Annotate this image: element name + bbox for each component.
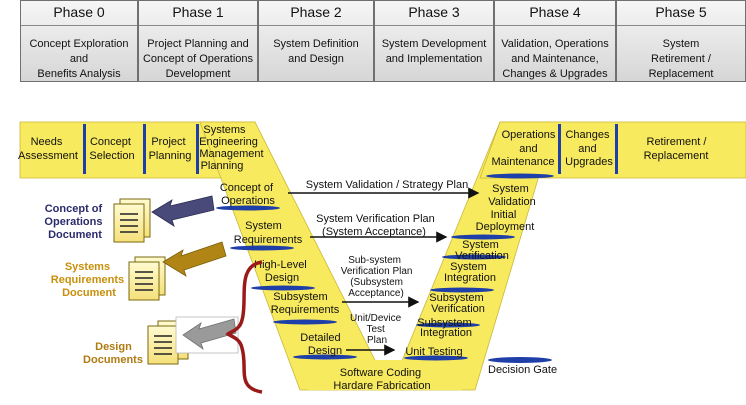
concept-of-operations-label: Concept of Operations [220, 182, 276, 207]
right-arm-labels: Unit Testing Subsystem Integration Subsy… [405, 183, 535, 358]
subsystem-integration-label: Subsystem Integration [417, 317, 474, 339]
phase-3: Phase 3 System Development and Implement… [374, 0, 494, 82]
top-right-labels: Operations and Maintenance Changes and U… [492, 129, 710, 168]
phase-title: Phase 3 [375, 1, 493, 26]
phase-1: Phase 1 Project Planning and Concept of … [138, 0, 258, 82]
phase-description: Project Planning and Concept of Operatio… [142, 38, 254, 80]
phase-title: Phase 0 [21, 1, 137, 26]
decision-gate-mark [293, 354, 357, 360]
decision-gate-mark [404, 355, 468, 361]
software-coding-label: Software Coding Hardare Fabrication [333, 367, 430, 392]
phase-5: Phase 5 System Retirement / Replacement [616, 0, 746, 82]
concept-selection-label: Concept Selection [89, 136, 134, 162]
phase-bar: Phase 0 Concept Exploration and Benefits… [20, 0, 746, 84]
decision-gate-mark [251, 285, 315, 291]
system-requirements-label: System Requirements [234, 220, 303, 246]
decision-gate-mark [451, 234, 515, 240]
decision-gate-mark [416, 322, 480, 328]
phase-title: Phase 1 [139, 1, 257, 26]
phase-description: System Retirement / Replacement [648, 38, 714, 80]
decision-gate-mark [83, 124, 86, 174]
decision-gate-mark [273, 319, 337, 325]
retirement-replacement-label: Retirement / Replacement [644, 136, 710, 162]
documents [113, 195, 263, 394]
decision-gate-mark [143, 124, 146, 174]
phase-0: Phase 0 Concept Exploration and Benefits… [20, 0, 138, 82]
needs-assessment-label: Needs Assessment [18, 136, 78, 162]
phase-2: Phase 2 System Definition and Design [258, 0, 374, 82]
top-right-band [479, 121, 746, 179]
semp-label: Systems Engineering Management Planning [199, 124, 267, 172]
project-planning-label: Project Planning [149, 136, 192, 162]
phase-description: Validation, Operations and Maintenance, … [501, 38, 609, 80]
subsystem-plan-label: Sub-system Verification Plan (Subsystem … [341, 255, 416, 299]
high-level-design-label: High-Level Design [254, 259, 310, 284]
brace-icon [225, 260, 263, 394]
system-integration-label: System Integration [444, 261, 496, 284]
conops-arrow-icon [151, 195, 215, 227]
initial-deployment-label: Initial Deployment [476, 209, 535, 233]
design-arrow-icon [182, 318, 237, 351]
decision-gate-mark [196, 124, 199, 174]
validation-plan-label: System Validation / Strategy Plan [306, 179, 468, 191]
phase-description: System Definition and Design [273, 38, 359, 65]
decision-gate-mark [230, 245, 294, 251]
decision-gate-mark [486, 173, 554, 179]
sysreq-arrow-icon [162, 241, 227, 277]
system-verification-label: System Verification [455, 239, 509, 262]
conops-document-label: Concept of Operations Document [44, 203, 105, 241]
detailed-design-label: Detailed Design [300, 332, 343, 357]
changes-upgrades-label: Changes and Upgrades [565, 129, 613, 168]
unit-plan-label: Unit/Device Test Plan [350, 313, 404, 346]
design-document-label: Design Documents [83, 341, 143, 366]
subsystem-verification-label: Subsystem Verification [429, 292, 486, 315]
phase-title: Phase 2 [259, 1, 373, 26]
decision-gates [83, 124, 618, 363]
left-arm-labels: Concept of Operations System Requirement… [220, 182, 343, 357]
decision-gate-mark [615, 124, 618, 174]
conops-document-icon [113, 198, 151, 243]
decision-gate-legend-mark [488, 357, 552, 363]
subsystem-requirements-label: Subsystem Requirements [271, 291, 340, 316]
phase-title: Phase 5 [617, 1, 745, 26]
decision-gate-mark [216, 205, 280, 211]
bottom-band [300, 360, 470, 390]
decision-gate-legend-label: Decision Gate [488, 364, 557, 376]
operations-maintenance-label: Operations and Maintenance [492, 129, 559, 168]
verification-plan-label: System Verification Plan (System Accepta… [316, 213, 438, 238]
phase-4: Phase 4 Validation, Operations and Maint… [494, 0, 616, 82]
phase-description: System Development and Implementation [381, 38, 487, 65]
plan-arrows [288, 187, 480, 356]
sysreq-document-icon [128, 256, 166, 301]
unit-testing-label: Unit Testing [405, 346, 462, 358]
top-left-labels: Needs Assessment Concept Selection Proje… [18, 124, 267, 172]
sysreq-document-label: Systems Requirements Document [51, 261, 127, 299]
phase-description: Concept Exploration and Benefits Analysi… [29, 38, 129, 80]
decision-gate-mark [558, 124, 561, 174]
system-validation-label: System Validation [488, 183, 536, 208]
decision-gate-mark [430, 287, 494, 293]
phase-title: Phase 4 [495, 1, 615, 26]
plan-labels: System Validation / Strategy Plan System… [306, 179, 468, 346]
decision-gate-mark [442, 254, 506, 260]
